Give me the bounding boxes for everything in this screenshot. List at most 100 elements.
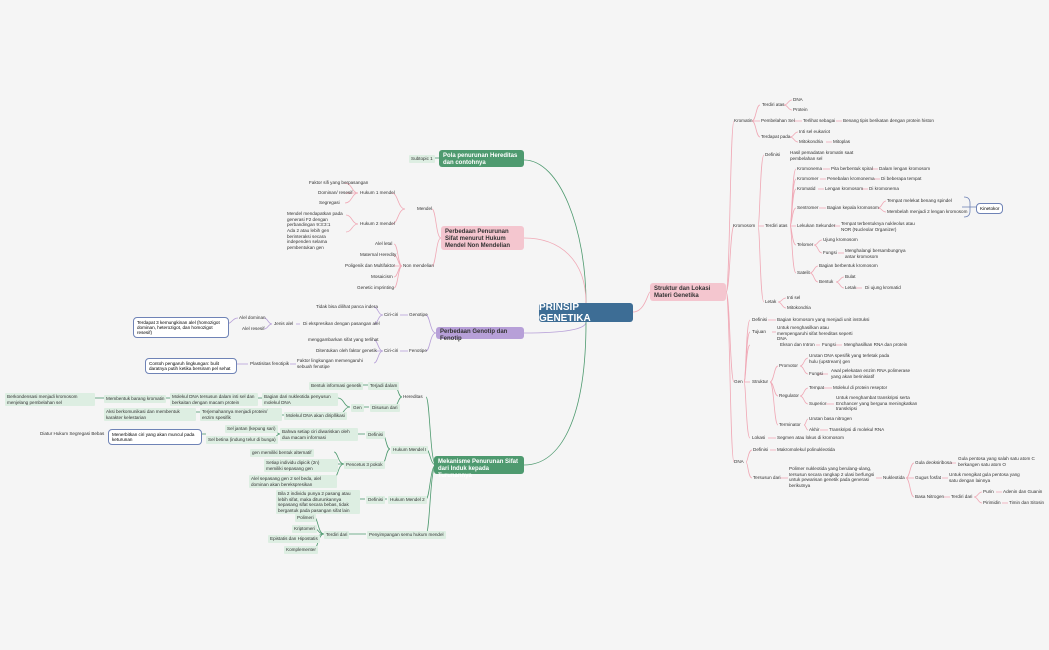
promotor-a[interactable]: Urutan DNA spesifik yang terletak pada h…: [809, 353, 890, 364]
gugus-node[interactable]: Gugus fosfat: [915, 475, 942, 480]
definisi-text[interactable]: Bahwa setiap ciri diwariskan oleh dua ma…: [280, 428, 358, 442]
gula-node[interactable]: Gula deoksiribosa: [915, 460, 952, 465]
definisi-node[interactable]: Definisi: [765, 152, 781, 157]
hukum1-node[interactable]: Hukum 1 mendel: [360, 190, 395, 195]
mitoplas-leaf[interactable]: Mitoplas: [833, 139, 851, 144]
ujung-leaf[interactable]: Di ujung kromatid: [865, 285, 901, 290]
kromonema-node[interactable]: Kromonema: [797, 166, 823, 171]
terdapat-pada[interactable]: Terdapat pada: [761, 134, 791, 139]
fungsi-node[interactable]: Fungsi: [822, 342, 836, 347]
telomer-b[interactable]: Menghalangi bersambungnya antar kromosom: [845, 248, 906, 259]
plastis-note[interactable]: Contoh pengaruh lingkungan: bulit daratn…: [145, 358, 237, 374]
bulat-leaf[interactable]: Bulat: [845, 274, 856, 279]
terdiri-atas[interactable]: Terdiri atas: [765, 223, 788, 228]
nm-item[interactable]: Genetic imprinting: [357, 285, 395, 290]
nm-item[interactable]: Alel letal: [375, 241, 393, 246]
genotip-item[interactable]: Di ekspresikan dengan pasangan alel: [303, 321, 380, 326]
alel-resesif-node[interactable]: Alel resesif: [242, 326, 265, 331]
fenotip-item[interactable]: Faktor lingkungan memengaruhi sebuah fen…: [297, 358, 363, 369]
struktur-node[interactable]: Struktur: [752, 379, 769, 384]
ekson-node[interactable]: Ekson dan Intron: [780, 342, 815, 347]
pencetus-item[interactable]: Alel sepasang gen 2 sel beda, alel domin…: [249, 475, 337, 489]
sentromer-b[interactable]: Membelah menjadi 2 lengan kromosom: [887, 209, 968, 214]
akhir-node[interactable]: Akhir: [809, 427, 820, 432]
kromatid-loc[interactable]: Di kromonema: [869, 186, 899, 191]
definisi-text[interactable]: Makromolekul polinukleotida: [777, 447, 835, 452]
hereditas-item[interactable]: Bentuk informasi genetik: [309, 382, 364, 390]
alel-dominan-node[interactable]: Alel dominan: [239, 315, 266, 320]
purin-node[interactable]: Purin: [983, 489, 994, 494]
hukum-mendel-2[interactable]: Hukum Mendel 2: [388, 496, 427, 504]
mendelian-node[interactable]: Mendel: [417, 206, 433, 211]
basa-node[interactable]: Basa Nitrogen: [915, 494, 945, 499]
telomer-node[interactable]: Telomer: [797, 242, 814, 247]
kromatid-node[interactable]: Kromatid: [797, 186, 816, 191]
fungsi-node[interactable]: Fungsi: [809, 371, 823, 376]
nm-item[interactable]: Mosaicism: [371, 274, 393, 279]
pencetus-item[interactable]: gen memiliki bentuk alternatif: [250, 449, 314, 457]
kromatin-node[interactable]: Kromatin: [734, 118, 753, 123]
hukum-mendel-1[interactable]: Hukum Mendel I: [391, 446, 429, 454]
fenotip-node[interactable]: Fenotipe: [409, 348, 427, 353]
peny-item[interactable]: Epistatis dan Hipostatis: [268, 535, 320, 543]
definisi-text[interactable]: Hasil pemadatan kromatin saat pembelahan…: [790, 150, 854, 161]
terminator-a[interactable]: Urutan basa nitrogen: [809, 416, 852, 421]
sel-jantan[interactable]: Sel jantan (kepung sari): [225, 425, 278, 433]
superior-node[interactable]: Superior: [809, 401, 827, 406]
terdiri-atas[interactable]: Terdiri atas: [762, 102, 785, 107]
gula-text[interactable]: Gula pentosa yang salah satu atom C berk…: [958, 456, 1035, 467]
definisi-text[interactable]: Bagian kromosom yang menjadi unit instru…: [777, 317, 870, 322]
pirimidin-node[interactable]: Pirimidin: [983, 500, 1001, 505]
letak-inti[interactable]: Inti sel: [787, 295, 801, 300]
kromomer-loc[interactable]: Di beberapa tempat: [881, 176, 922, 181]
pirimidin-text[interactable]: Timin dan Sitosin: [1009, 500, 1045, 505]
hukum2-node[interactable]: Hukum 2 mendel: [360, 221, 395, 226]
tempat-text[interactable]: Molekul di protein reseptor: [833, 385, 888, 390]
penyimpangan-node[interactable]: Penyimpangan semu hukum mendel: [367, 531, 446, 539]
hereditas-node[interactable]: Hereditas: [403, 394, 423, 399]
ciri-ciri-node[interactable]: Ciri-ciri: [384, 312, 399, 317]
genotip-item[interactable]: Tidak bisa dilihat panca indera: [316, 304, 378, 309]
non-mendelian-node[interactable]: Non mendelian: [403, 263, 434, 268]
plastis-node[interactable]: Plastisitas fenotipik: [250, 361, 290, 366]
terdiri-node[interactable]: Terdiri dari: [951, 494, 973, 499]
pencetus-node[interactable]: Pencetus 3 pokok: [344, 461, 385, 469]
subtopic-node[interactable]: Subtopic 1: [409, 155, 435, 163]
lokasi-node[interactable]: Lokasi: [752, 435, 766, 440]
definisi-node[interactable]: Definisi: [752, 317, 768, 322]
peny-item[interactable]: Komplementer: [284, 546, 318, 554]
aksi-node[interactable]: Aksi berkomunikasi dan membentuk karakte…: [104, 408, 196, 422]
genotip-node[interactable]: Genotipe: [409, 312, 428, 317]
segregasi-note[interactable]: Menerbitkan ciri yang akan muncul pada k…: [108, 429, 202, 445]
dna-bagian[interactable]: Bagian dari nukleotida penyusun molekul …: [262, 393, 338, 407]
dna-node[interactable]: DNA: [734, 459, 744, 464]
central-topic[interactable]: PRINSIP GENETIKA: [539, 302, 633, 324]
jenis-alel-node[interactable]: Jenis alel: [274, 321, 294, 326]
telomer-fungsi[interactable]: Fungsi: [823, 250, 837, 255]
definisi-node[interactable]: Definisi: [753, 447, 769, 452]
kromosom-note[interactable]: Berkondensasi menjadi kromosom menjelang…: [5, 393, 95, 407]
tersusun-node[interactable]: Tersusun dari: [753, 475, 781, 480]
regulator-node[interactable]: Regulator: [779, 393, 799, 398]
branch-mendel[interactable]: Perbedaan Penurunan Sifat menurut Hukum …: [441, 226, 524, 250]
letak-node[interactable]: Letak: [845, 285, 857, 290]
pro1-node[interactable]: Terjemahannya menjadi protein/ enzim spe…: [200, 408, 282, 422]
segregasi-node[interactable]: Diatur Hukum Segregasi Bebas: [40, 431, 105, 436]
h2-item[interactable]: Mendel mendapatkan pada generasi F2 deng…: [287, 211, 343, 228]
tersusun-text[interactable]: Polimer nukleotida yang berulang-ulang, …: [789, 466, 875, 488]
branch-struktur[interactable]: Struktur dan Lokasi Materi Genetika: [650, 283, 726, 301]
fenotip-item[interactable]: menggambarkan sifat yang terlihat: [308, 337, 379, 342]
telomer-a[interactable]: Ujung kromosom: [823, 237, 858, 242]
nukleotida-node[interactable]: Nukleotida: [883, 475, 905, 480]
inti-leaf[interactable]: Inti sel eukariot: [799, 129, 830, 134]
sentromer-node[interactable]: Sentromer: [797, 205, 819, 210]
kromonema-desc[interactable]: Pita berbentuk spiral: [831, 166, 873, 171]
bentuk-node[interactable]: Bentuk: [819, 279, 834, 284]
nm-item[interactable]: Maternal Heredity: [360, 252, 397, 257]
ekson-text[interactable]: Menghasilkan RNA dan protein: [844, 342, 908, 347]
sel-betina[interactable]: Sel betina (indung telur di bunga): [206, 436, 278, 444]
hereditas-item[interactable]: Disusun dari: [370, 404, 400, 412]
terlihat-node[interactable]: Terlihat sebagai: [803, 118, 836, 123]
pro2-node[interactable]: Molekul DNA akan diripllikasi: [284, 412, 347, 420]
gen-node[interactable]: Gen: [734, 379, 743, 384]
